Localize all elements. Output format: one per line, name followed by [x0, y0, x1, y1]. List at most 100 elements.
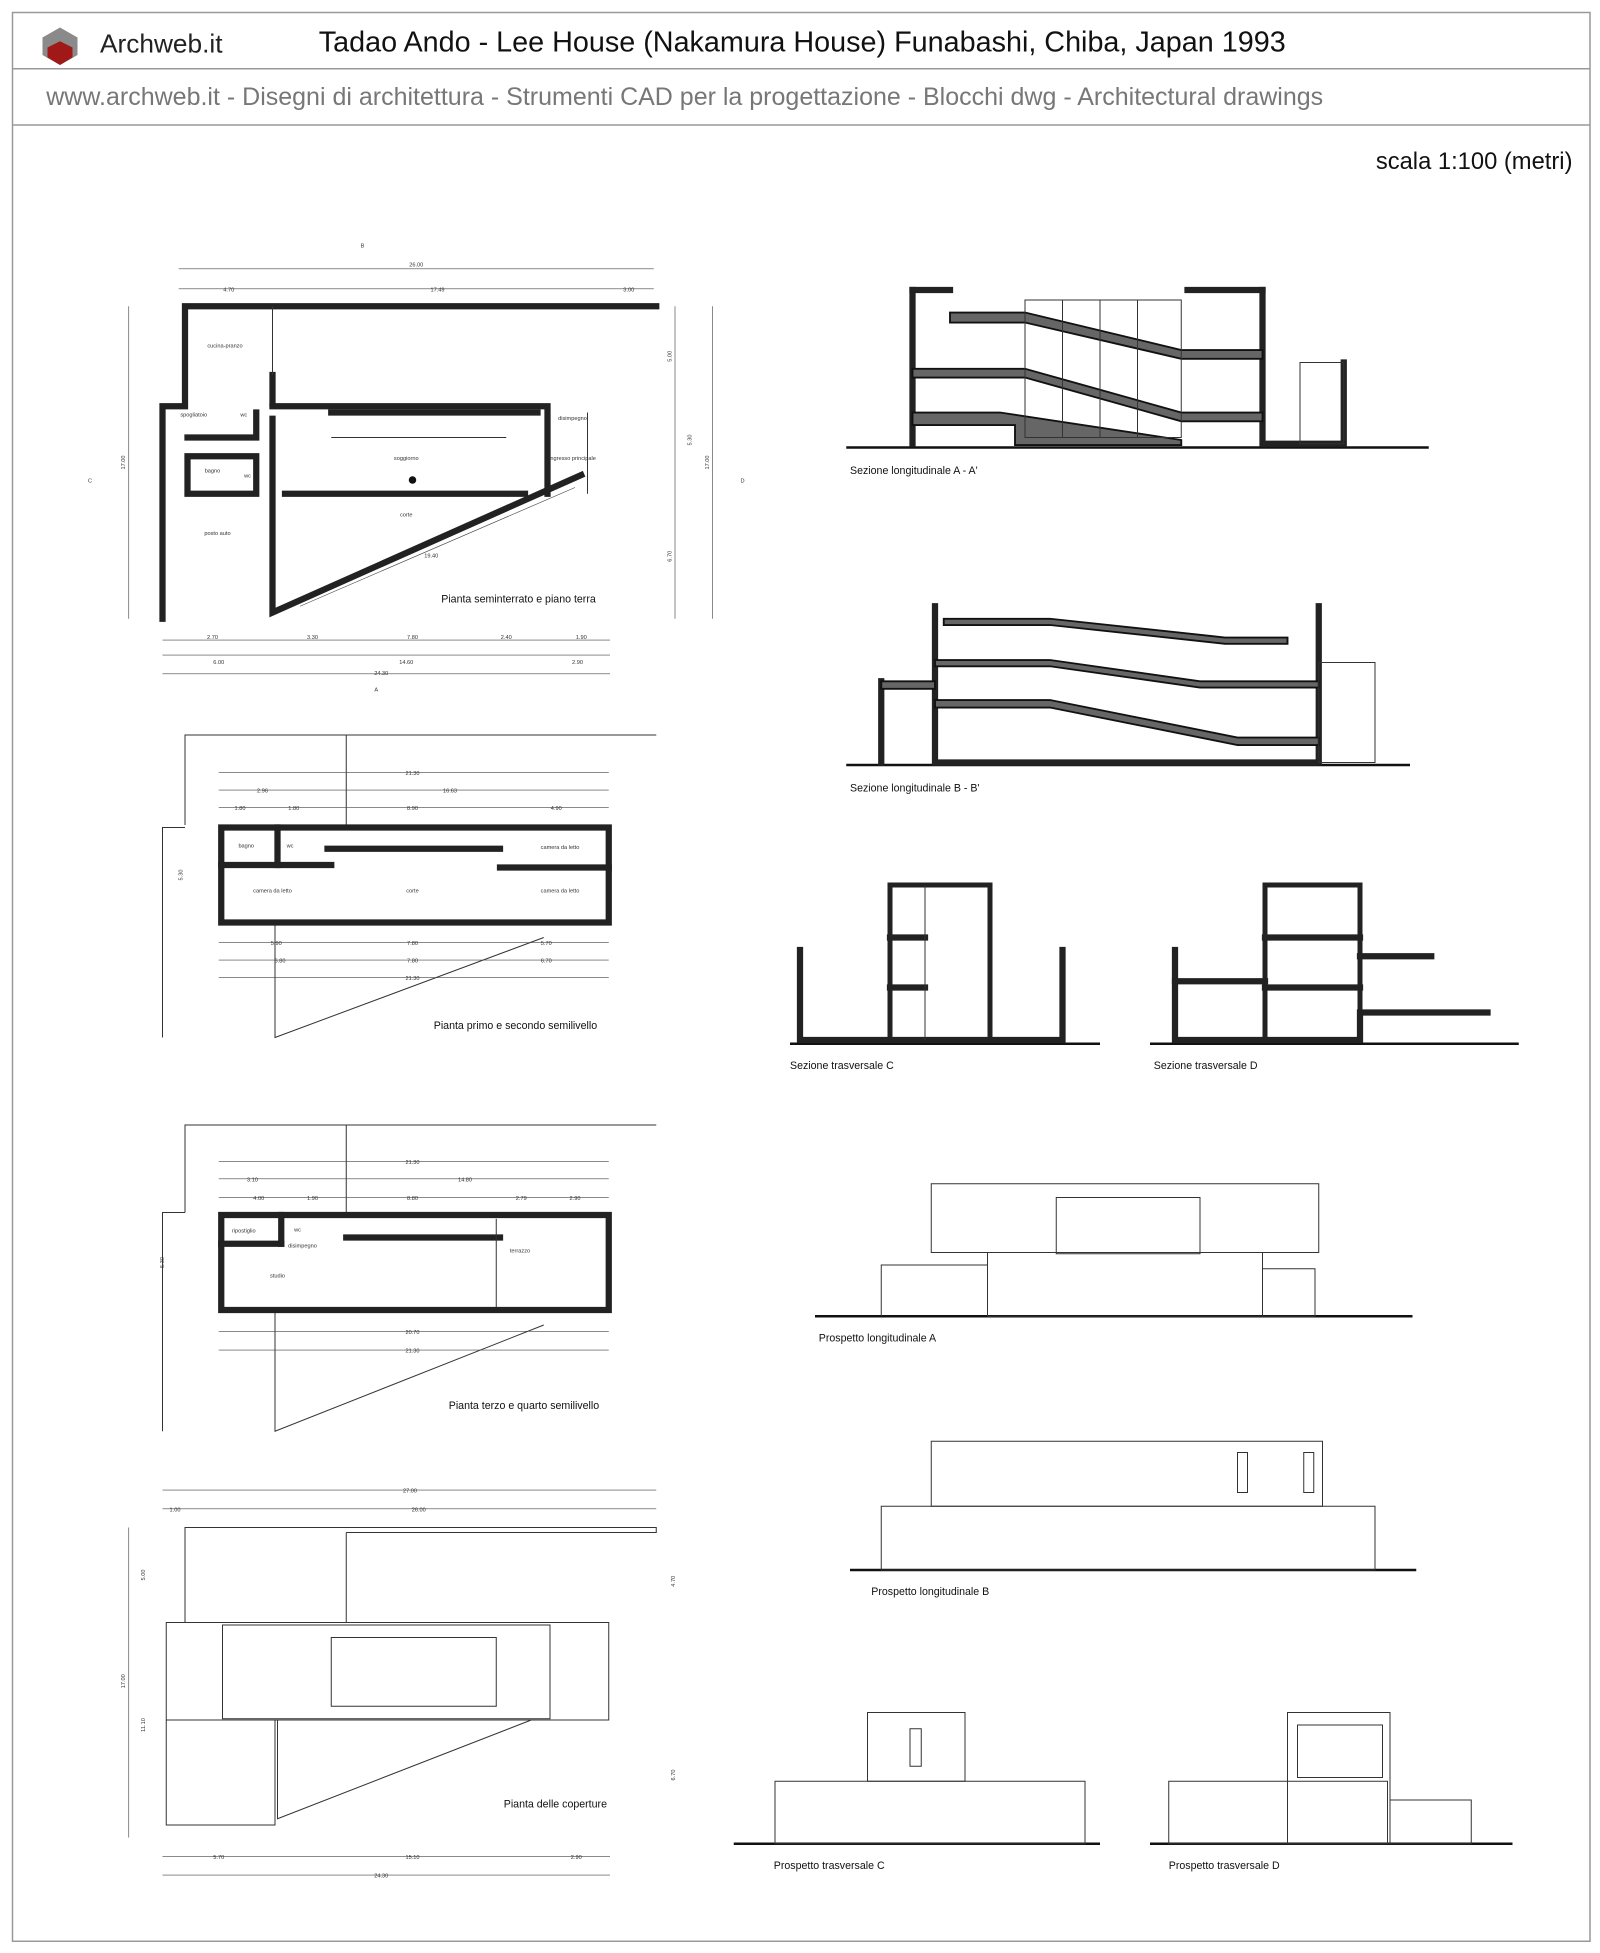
dimension-label: 7.80 [407, 635, 418, 641]
room-label: wc [243, 474, 251, 480]
elevation-caption: Prospetto longitudinale B [871, 1586, 989, 1598]
dimension-label: 3.00 [623, 287, 634, 293]
dimension-label: 4.90 [551, 806, 562, 812]
room-label: studio [270, 1274, 285, 1280]
dimension-label: 5.00 [667, 351, 673, 362]
dimension-label: 5.00 [141, 1570, 147, 1581]
room-label: bagno [238, 844, 254, 850]
section-longitudinal-b: Sezione longitudinale B - B' [846, 603, 1410, 794]
dimension-label: 5.30 [687, 435, 693, 446]
elevation-transverse-c: Prospetto trasversale C [733, 1711, 1100, 1872]
dimension-label: 6.70 [671, 1770, 677, 1781]
dimension-label: 2.90 [572, 660, 583, 666]
dimension-label: 5.70 [213, 1855, 224, 1861]
dimension-label: 3.10 [247, 1177, 258, 1183]
dimension-label: 27.00 [403, 1489, 417, 1495]
room-label: corte [400, 512, 412, 518]
dimension-label: 17.00 [705, 455, 711, 469]
dimension-label: 6.00 [213, 660, 224, 666]
dimension-label: 14.80 [458, 1177, 472, 1183]
section-caption: Sezione longitudinale A - A' [850, 465, 978, 477]
room-label: terrazzo [510, 1249, 530, 1255]
elevation-transverse-d: Prospetto trasversale D [1149, 1711, 1513, 1872]
elevation-caption: Prospetto trasversale C [774, 1860, 885, 1872]
dimension-label: 24.30 [374, 671, 388, 677]
dimension-label: 1.80 [235, 806, 246, 812]
sheet-border [11, 11, 1591, 1942]
dimension-label: 4.70 [223, 287, 234, 293]
dimension-label: 2.70 [207, 635, 218, 641]
dimension-label: 5.70 [541, 941, 552, 947]
dimension-label: 2.90 [570, 1196, 581, 1202]
sheet-title: Tadao Ando - Lee House (Nakamura House) … [319, 26, 1286, 58]
room-label: bagno [205, 469, 221, 475]
dimension-label: 2.96 [257, 789, 268, 795]
dimension-label: 1.00 [170, 1507, 181, 1513]
elevation-caption: Prospetto trasversale D [1169, 1860, 1280, 1872]
dimension-label: 21.30 [405, 771, 419, 777]
section-marker-c: C [88, 479, 92, 485]
plan-third-fourth-level: ripostiglio wc disimpegno studio terrazz… [160, 1124, 657, 1432]
room-label: wc [239, 412, 247, 418]
section-caption: Sezione trasversale D [1154, 1060, 1258, 1072]
plan-caption: Pianta primo e secondo semilivello [434, 1020, 597, 1032]
dimension-label: 4.00 [253, 1196, 264, 1202]
dimension-label: 6.80 [275, 959, 286, 965]
dimension-label: 24.30 [374, 1874, 388, 1880]
section-marker-a: A [374, 687, 378, 693]
dimension-label: 6.70 [541, 959, 552, 965]
section-caption: Sezione trasversale C [790, 1060, 894, 1072]
dimension-label: 1.80 [288, 806, 299, 812]
elevation-caption: Prospetto longitudinale A [819, 1332, 937, 1344]
elevation-longitudinal-a: Prospetto longitudinale A [814, 1183, 1413, 1344]
scale-label: scala 1:100 (metri) [1376, 148, 1573, 175]
elevation-longitudinal-b: Prospetto longitudinale B [849, 1440, 1417, 1598]
room-label: corte [406, 889, 418, 895]
dimension-label: 16.63 [443, 789, 457, 795]
room-label: camera da letto [541, 889, 580, 895]
section-longitudinal-a: Sezione longitudinale A - A' [846, 286, 1429, 477]
room-label: soggiorno [394, 456, 419, 462]
dimension-label: 8.90 [407, 806, 418, 812]
section-marker-d: D [740, 479, 744, 485]
plan-caption: Pianta terzo e quarto semilivello [449, 1400, 599, 1412]
dimension-label: 1.90 [307, 1196, 318, 1202]
plan-caption: Pianta delle coperture [504, 1799, 607, 1811]
dimension-label: 17.00 [121, 1674, 127, 1688]
dimension-label: 17.49 [430, 287, 444, 293]
dimension-label: 17.00 [121, 455, 127, 469]
room-label: wc [286, 844, 294, 850]
dimension-label: 8.80 [407, 1196, 418, 1202]
dimension-label: 4.70 [671, 1576, 677, 1587]
plan-caption: Pianta seminterrato e piano terra [441, 594, 596, 606]
dimension-label: 26.00 [409, 262, 423, 268]
section-transverse-d: Sezione trasversale D [1149, 882, 1519, 1072]
room-label: disimpegno [288, 1244, 317, 1250]
dimension-label: 2.40 [501, 635, 512, 641]
plan-first-second-level: bagno wc camera da letto corte camera da… [162, 734, 657, 1039]
dimension-label: 7.80 [407, 959, 418, 965]
dimension-label: 5.90 [271, 941, 282, 947]
dimension-label: 3.30 [307, 635, 318, 641]
dimension-label: 20.70 [405, 1330, 419, 1336]
dimension-label: 5.30 [179, 870, 185, 881]
plan-roof: 27.00 1.00 26.00 5.70 15.10 2.90 24.30 1… [121, 1489, 677, 1880]
plan-ground-floor: 26.00 4.70 17.49 3.00 19.40 cucina-pranz… [88, 244, 745, 694]
dimension-label: 1.90 [576, 635, 587, 641]
dimension-label: 15.10 [405, 1855, 419, 1861]
dimension-label: 7.80 [407, 941, 418, 947]
section-marker-b: B [361, 244, 365, 250]
dimension-label: 11.10 [141, 1718, 147, 1732]
room-label: camera da letto [541, 845, 580, 851]
room-label: disimpegno [558, 416, 587, 422]
logo-text: Archweb.it [100, 29, 223, 59]
room-label: spogliatoio [180, 412, 207, 418]
dimension-label: 5.30 [160, 1257, 166, 1268]
dimension-label: 6.70 [667, 551, 673, 562]
archweb-logo-icon [42, 27, 78, 65]
section-caption: Sezione longitudinale B - B' [850, 782, 979, 794]
dimension-label: 2.79 [516, 1196, 527, 1202]
room-label: cucina-pranzo [207, 344, 242, 350]
room-label: posto auto [204, 531, 230, 537]
